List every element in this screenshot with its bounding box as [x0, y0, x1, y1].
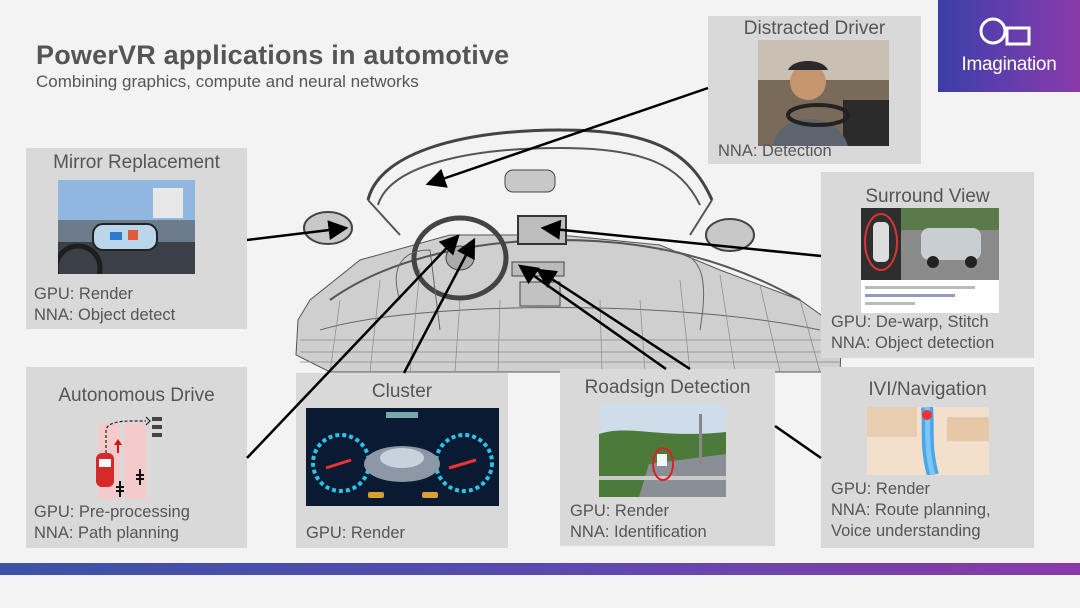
- panel-line: GPU: Render: [34, 285, 134, 303]
- arrow-icon: [246, 234, 460, 459]
- logo-text: Imagination: [961, 54, 1057, 75]
- panel-line: Voice understanding: [831, 522, 981, 540]
- panel-title: Mirror Replacement: [53, 152, 220, 173]
- panel-line: GPU: Render: [570, 502, 670, 520]
- panel-title: Autonomous Drive: [58, 385, 215, 406]
- mirror-replacement-image: [58, 180, 195, 274]
- panel-line: GPU: Render: [831, 480, 931, 498]
- panel-surround-view: Surround View GPU: De-warp, Stitch NNA: …: [821, 172, 1034, 358]
- panel-line: GPU: De-warp, Stitch: [831, 313, 989, 331]
- autonomous-drive-image: [88, 413, 168, 499]
- panel-line: GPU: Render: [306, 524, 406, 542]
- panel-title: Roadsign Detection: [584, 377, 751, 398]
- panel-line: NNA: Identification: [570, 523, 707, 541]
- panel-roadsign-detection: Roadsign Detection GPU: Render NNA: Iden…: [560, 369, 775, 546]
- panel-line: NNA: Object detect: [34, 306, 176, 324]
- arrow-icon: [425, 86, 709, 188]
- arrow-icon: [535, 268, 691, 371]
- ivi-navigation-image: [867, 407, 989, 475]
- arrow-icon: [402, 237, 476, 374]
- page-title: PowerVR applications in automotive: [36, 40, 510, 70]
- panel-autonomous-drive: Autonomous Drive GPU: Pre-processing NNA…: [26, 367, 247, 548]
- panel-title: Cluster: [371, 381, 433, 402]
- panel-line: NNA: Route planning,: [831, 501, 991, 519]
- panel-line: NNA: Path planning: [34, 524, 179, 542]
- cluster-image: [306, 408, 499, 506]
- arrow-icon: [540, 219, 822, 258]
- panel-ivi-navigation: IVI/Navigation GPU: Render NNA: Route pl…: [821, 367, 1034, 548]
- distracted-driver-image: [758, 40, 889, 146]
- panel-title: Surround View: [865, 186, 990, 207]
- panel-distracted-driver: Distracted Driver NNA: Detection: [708, 16, 921, 164]
- arrow-icon: [517, 264, 667, 371]
- roadsign-image: [599, 404, 726, 497]
- panel-line: NNA: Object detection: [831, 334, 995, 352]
- footer-bar: [0, 563, 1080, 575]
- panel-line: GPU: Pre-processing: [34, 503, 190, 521]
- panel-title: IVI/Navigation: [868, 379, 987, 400]
- imagination-logo-icon: [979, 17, 1031, 46]
- panel-mirror-replacement: Mirror Replacement GPU: Render NNA: Obje…: [26, 148, 247, 329]
- arrow-icon: [774, 424, 822, 460]
- page-subtitle: Combining graphics, compute and neural n…: [36, 72, 419, 91]
- panel-title: Distracted Driver: [743, 18, 886, 39]
- imagination-logo: Imagination: [938, 0, 1080, 92]
- panel-line: NNA: Detection: [718, 142, 832, 160]
- panel-cluster: Cluster GPU: Render: [296, 373, 508, 548]
- surround-view-image: [861, 208, 999, 313]
- arrow-icon: [246, 220, 349, 242]
